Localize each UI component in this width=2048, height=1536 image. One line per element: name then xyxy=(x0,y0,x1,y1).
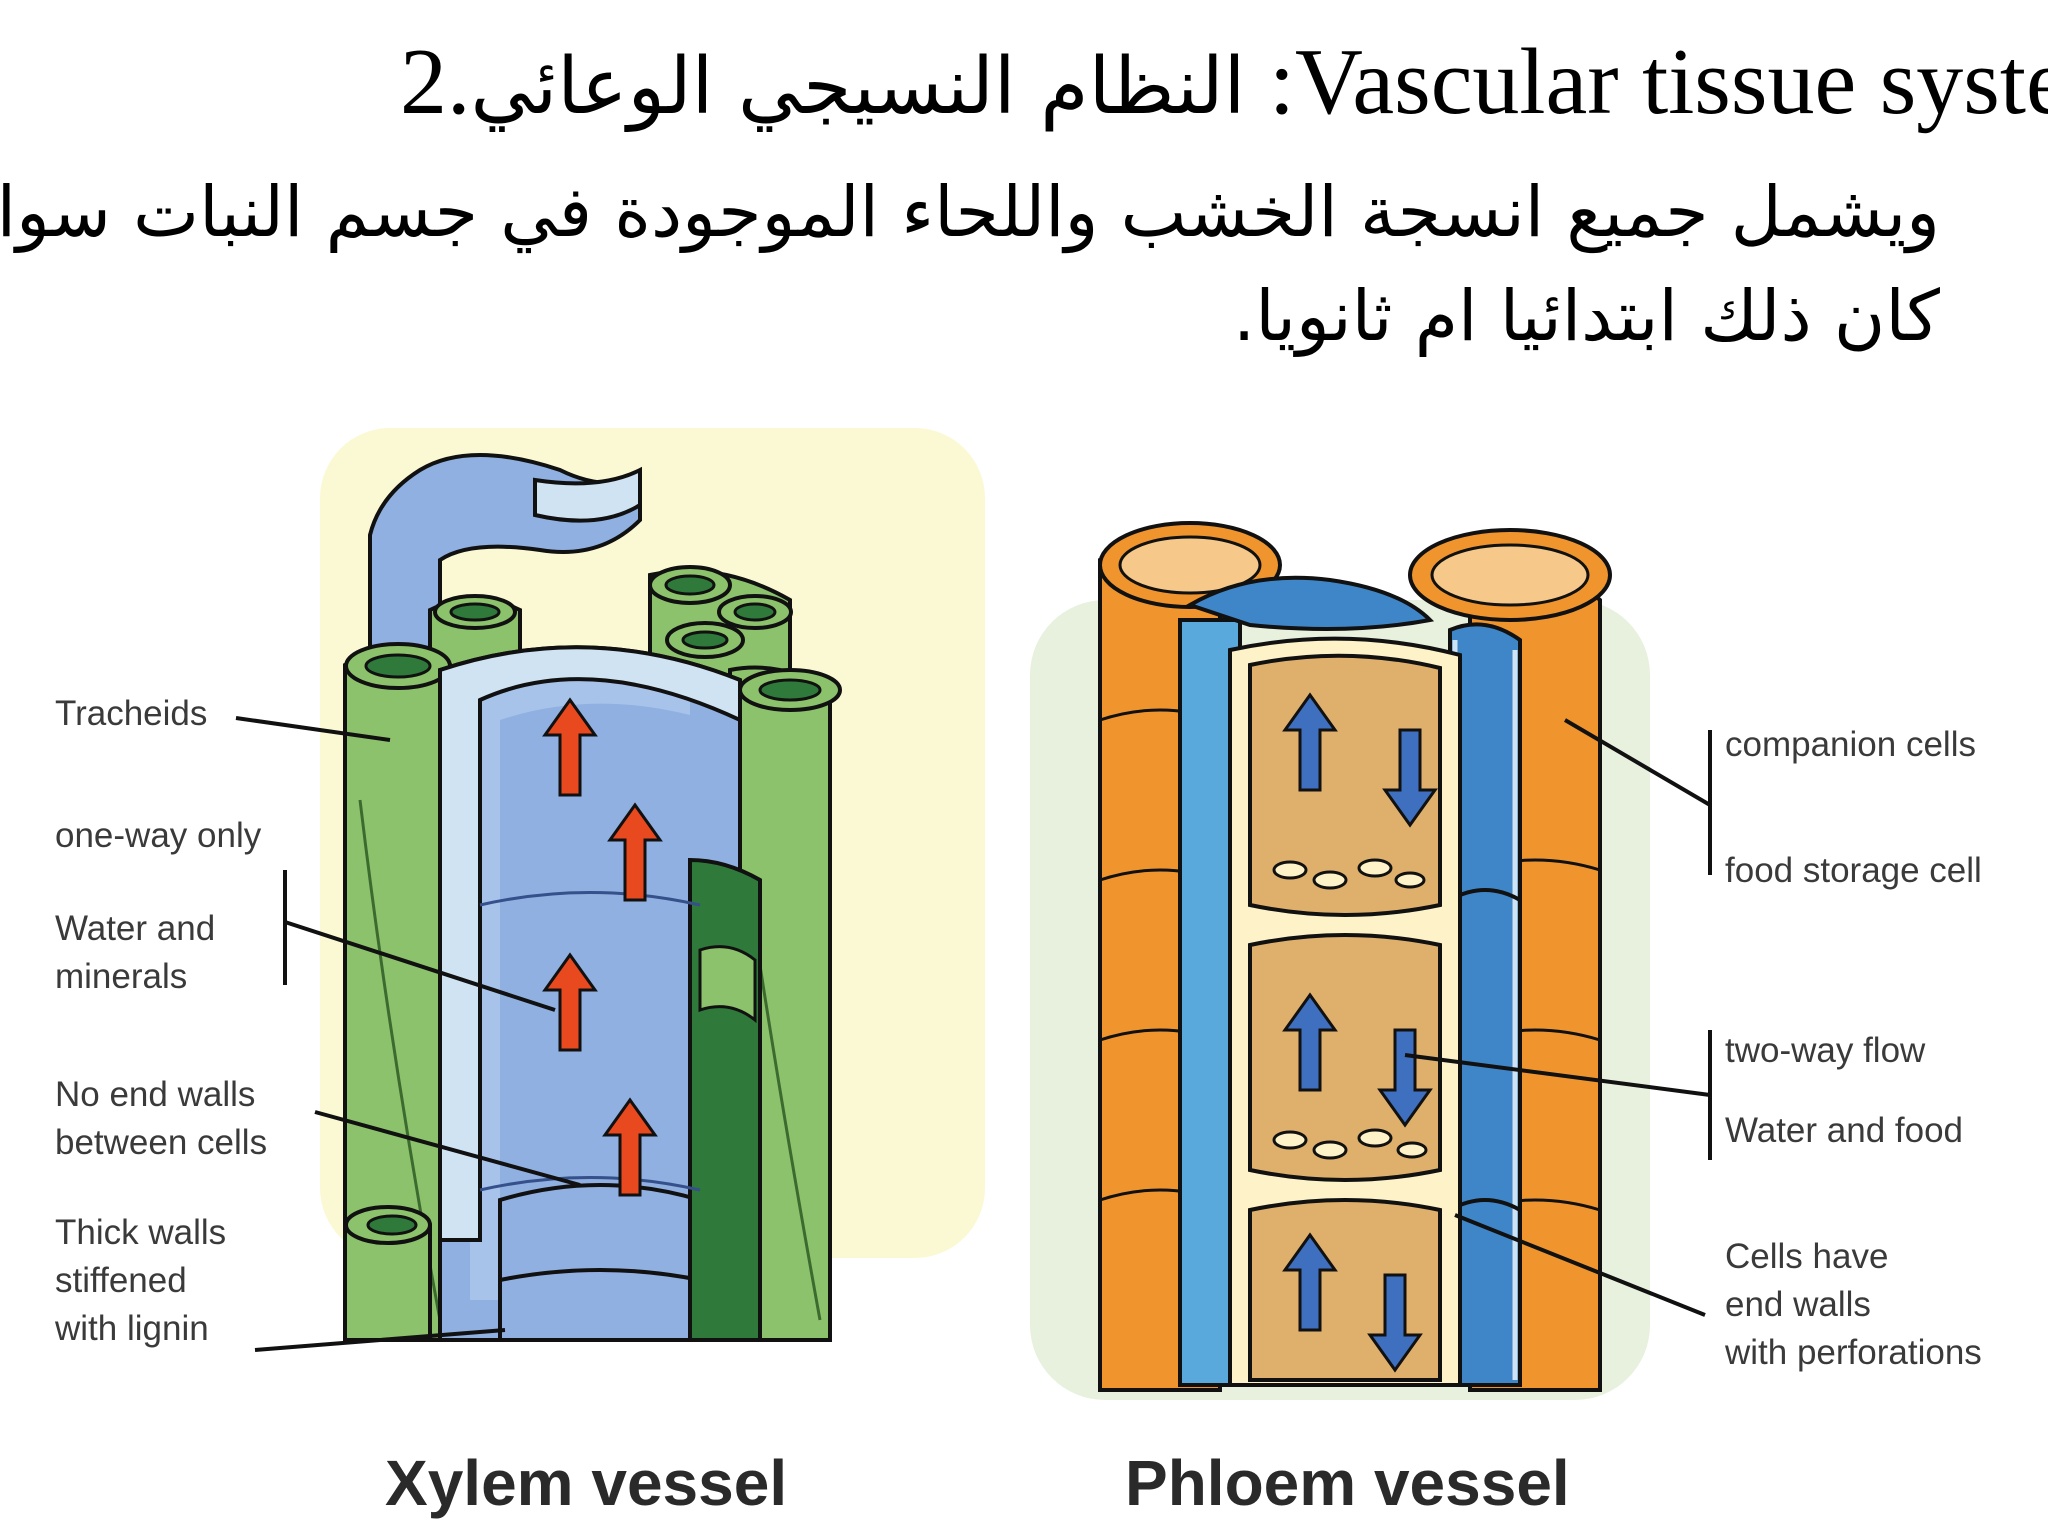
body-line-2: كان ذلك ابتدائيا ام ثانويا. xyxy=(1232,275,1940,357)
label-cells-3: with perforations xyxy=(1724,1333,1982,1372)
companion-cell-right xyxy=(1448,622,1522,1387)
body-line-1: ويشمل جميع انسجة الخشب واللحاء الموجودة … xyxy=(0,171,1940,253)
label-thick-1: Thick walls xyxy=(55,1213,226,1252)
phloem-caption: Phloem vessel xyxy=(1125,1447,1570,1519)
slide-body: ويشمل جميع انسجة الخشب واللحاء الموجودة … xyxy=(0,160,1940,390)
xylem-leaders xyxy=(235,716,581,1352)
slide-title: 2.النظام النسيجي الوعائي :Vascular tissu… xyxy=(400,22,2048,142)
label-one-way: one-way only xyxy=(55,816,262,855)
label-thick-3: with lignin xyxy=(54,1309,209,1348)
label-companion: companion cells xyxy=(1725,725,1976,764)
label-no-end-2: between cells xyxy=(55,1123,267,1162)
xylem-flow-arrows xyxy=(542,697,663,1197)
title-number: 2. xyxy=(400,30,471,134)
label-water-food: Water and food xyxy=(1725,1111,1963,1150)
phloem-arrow-up-3 xyxy=(1282,1232,1338,1332)
phloem-arrow-down-3 xyxy=(1367,1273,1423,1373)
phloem-arrow-down-2 xyxy=(1377,1028,1433,1128)
xylem-diagram: Tracheids one-way only Water and mineral… xyxy=(54,428,985,1519)
xylem-labels: Tracheids one-way only Water and mineral… xyxy=(54,694,267,1348)
back-vessel-rim xyxy=(533,466,642,523)
label-tracheids: Tracheids xyxy=(55,694,207,733)
title-arabic: النظام النسيجي الوعائي xyxy=(470,42,1246,132)
sieve-cell-3 xyxy=(1248,1198,1442,1382)
sieve-cell-2 xyxy=(1248,933,1442,1182)
phloem-labels: companion cells food storage cell two-wa… xyxy=(1724,725,1982,1372)
xylem-arrow-3 xyxy=(542,952,598,1052)
label-two-way: two-way flow xyxy=(1725,1031,1926,1070)
xylem-arrow-4 xyxy=(602,1097,658,1197)
phloem-flow-arrows xyxy=(1282,692,1438,1373)
label-thick-2: stiffened xyxy=(55,1261,187,1300)
phloem-arrow-up-2 xyxy=(1282,992,1338,1092)
phloem-leaders xyxy=(1404,718,1712,1317)
label-water-1: Water and xyxy=(55,909,215,948)
label-water-2: minerals xyxy=(55,957,187,996)
sieve-plates xyxy=(1272,858,1428,1160)
phloem-diagram: companion cells food storage cell two-wa… xyxy=(1030,521,1982,1519)
label-cells-2: end walls xyxy=(1725,1285,1871,1324)
label-no-end-1: No end walls xyxy=(55,1075,255,1114)
top-companion xyxy=(1185,575,1435,631)
cut-tracheid xyxy=(688,857,762,1342)
label-storage: food storage cell xyxy=(1725,851,1982,890)
phloem-arrow-down-1 xyxy=(1382,728,1438,828)
phloem-arrow-up-1 xyxy=(1282,692,1338,792)
xylem-arrow-2 xyxy=(607,802,663,902)
xylem-arrow-1 xyxy=(542,697,598,797)
label-cells-1: Cells have xyxy=(1725,1237,1888,1276)
xylem-caption: Xylem vessel xyxy=(385,1447,787,1519)
vessel-wall xyxy=(438,645,742,1242)
title-english: :Vascular tissue system xyxy=(1268,30,2048,134)
